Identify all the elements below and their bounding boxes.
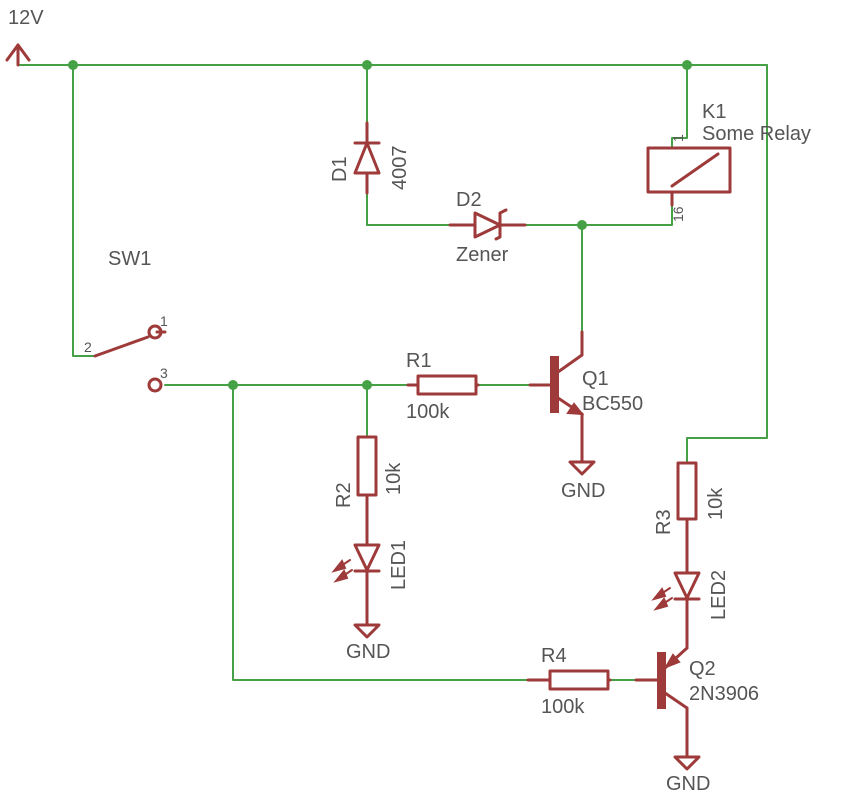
gnd-q1: GND [561, 460, 605, 502]
d2-triangle [473, 211, 502, 239]
led-led1: LED1 [331, 540, 410, 627]
junction [228, 380, 238, 390]
led1-ray-1-head [331, 559, 347, 573]
gnd-q2: GND [666, 755, 710, 795]
q1-emitter-arrow-icon [566, 402, 585, 416]
k1-coil-slash [670, 152, 720, 188]
r3-value: 10k [705, 487, 727, 520]
sw1-lever [93, 335, 150, 358]
sw1-label: SW1 [108, 248, 151, 270]
r3-name: R3 [653, 509, 675, 535]
diode-d1: D1 4007 [329, 121, 411, 195]
relay-k1: K1 Some Relay 1 16 [646, 101, 811, 222]
d1-triangle [353, 141, 381, 175]
resistor-r2: R2 10k [333, 435, 405, 547]
q2-base-bar [657, 652, 666, 709]
d1-name: D1 [329, 156, 351, 182]
r4-value: 100k [541, 696, 585, 718]
q2-collector-lead [663, 691, 689, 710]
wire-d2-right [524, 204, 673, 226]
wires [17, 64, 768, 681]
q1-value: BC550 [582, 393, 643, 415]
sw1-pin2-label: 2 [84, 339, 92, 355]
r1-name: R1 [406, 350, 432, 372]
sw1-pin1-label: 1 [160, 313, 168, 329]
sw1-contact-1 [147, 324, 163, 340]
sw1-pin3-label: 3 [160, 365, 168, 381]
junctions [68, 60, 692, 390]
r1-value: 100k [406, 401, 450, 423]
led1-triangle [353, 543, 381, 572]
junction [577, 220, 587, 230]
supply-12v: 12V [5, 7, 44, 67]
gnd-led1-icon [353, 623, 381, 639]
resistor-r3: R3 10k [653, 461, 727, 575]
led2-name: LED2 [708, 570, 730, 620]
gnd-q2-icon [673, 755, 701, 771]
r1-body [416, 374, 478, 396]
junction [362, 60, 372, 70]
diode-d2: D2 Zener [448, 189, 527, 266]
k1-pin-bottom-label: 16 [670, 206, 686, 222]
d2-value: Zener [456, 244, 509, 266]
wire-branch-r4 [232, 384, 529, 681]
gnd-q1-icon [568, 460, 596, 476]
switch-sw1: SW1 1 2 3 [84, 248, 168, 393]
q2-emitter-arrow-icon [663, 653, 681, 669]
led1-light-icon [331, 559, 353, 583]
k1-pin-top-label: 1 [670, 134, 686, 142]
r3-body [676, 461, 698, 521]
resistor-r4: R4 100k [526, 645, 612, 718]
gnd-led1-label: GND [346, 641, 390, 663]
q2-value: 2N3906 [689, 683, 759, 705]
gnd-led1: GND [346, 623, 390, 663]
led2-ray-1-head [651, 587, 667, 601]
wire-relay-top [671, 64, 688, 149]
wire-switch-common [72, 64, 96, 357]
supply-label: 12V [8, 7, 44, 29]
led2-triangle [673, 571, 701, 600]
r2-body [356, 435, 378, 497]
gnd-q1-label: GND [561, 480, 605, 502]
k1-coil-box [646, 146, 732, 194]
d2-name: D2 [456, 189, 482, 211]
led1-ray-2-head [333, 569, 349, 583]
led2-ray-2-head [653, 597, 669, 611]
led-led2: LED2 [651, 570, 730, 650]
led1-name: LED1 [388, 540, 410, 590]
led2-light-icon [651, 587, 673, 611]
sw1-contact-3 [147, 377, 163, 393]
r4-name: R4 [541, 645, 567, 667]
r4-body [548, 669, 610, 691]
resistor-r1: R1 100k [406, 350, 480, 423]
q1-name: Q1 [582, 368, 609, 390]
r2-name: R2 [333, 482, 355, 508]
q1-base-bar [550, 356, 559, 413]
junction [68, 60, 78, 70]
d1-value: 4007 [389, 146, 411, 191]
k1-name: K1 [702, 101, 726, 123]
wire-d1-bottom [366, 192, 451, 226]
junction [362, 380, 372, 390]
junction [682, 60, 692, 70]
transistor-q2: Q2 2N3906 [634, 646, 759, 759]
k1-value: Some Relay [702, 123, 811, 145]
r2-value: 10k [383, 462, 405, 495]
q1-collector-lead [556, 353, 584, 374]
wire-right-loop [686, 64, 768, 464]
q2-name: Q2 [689, 658, 716, 680]
gnd-q2-label: GND [666, 773, 710, 795]
transistor-q1: Q1 BC550 [528, 330, 643, 464]
